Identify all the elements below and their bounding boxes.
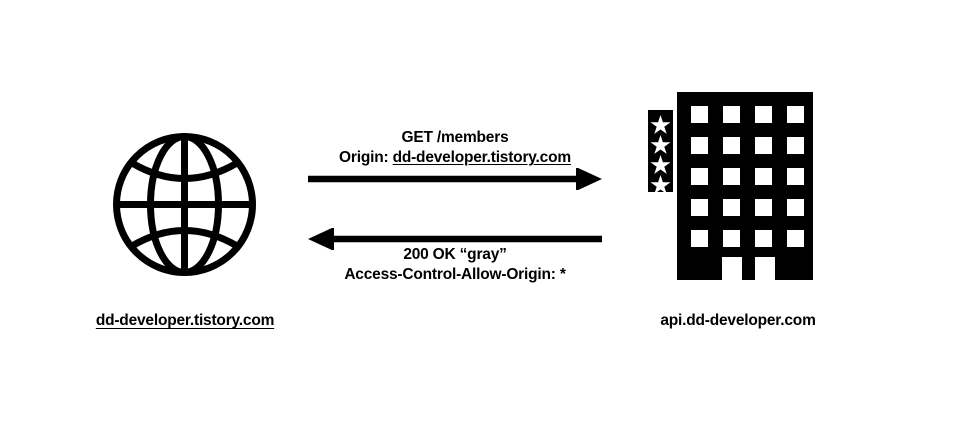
request-line-1: GET /members — [401, 129, 509, 146]
star-group — [650, 115, 671, 194]
response-message: 200 OK “gray” Access-Control-Allow-Origi… — [294, 245, 616, 286]
request-line-2: Origin: dd-developer.tistory.com — [300, 148, 610, 168]
request-message: GET /members Origin: dd-developer.tistor… — [300, 128, 610, 169]
message-flow: GET /members Origin: dd-developer.tistor… — [300, 120, 610, 310]
office-building-icon — [645, 88, 815, 284]
response-line-1: 200 OK “gray” — [403, 246, 507, 263]
request-origin-value: dd-developer.tistory.com — [392, 149, 572, 167]
response-line-2: Access-Control-Allow-Origin: * — [344, 266, 566, 284]
server-label: api.dd-developer.com — [660, 312, 816, 329]
client-label: dd-developer.tistory.com — [95, 312, 275, 329]
request-origin-prefix: Origin: — [339, 149, 393, 167]
response-arrow — [308, 228, 602, 250]
globe-icon — [112, 132, 257, 277]
client-node — [112, 132, 257, 277]
server-node — [645, 88, 815, 284]
request-arrow — [308, 168, 602, 190]
